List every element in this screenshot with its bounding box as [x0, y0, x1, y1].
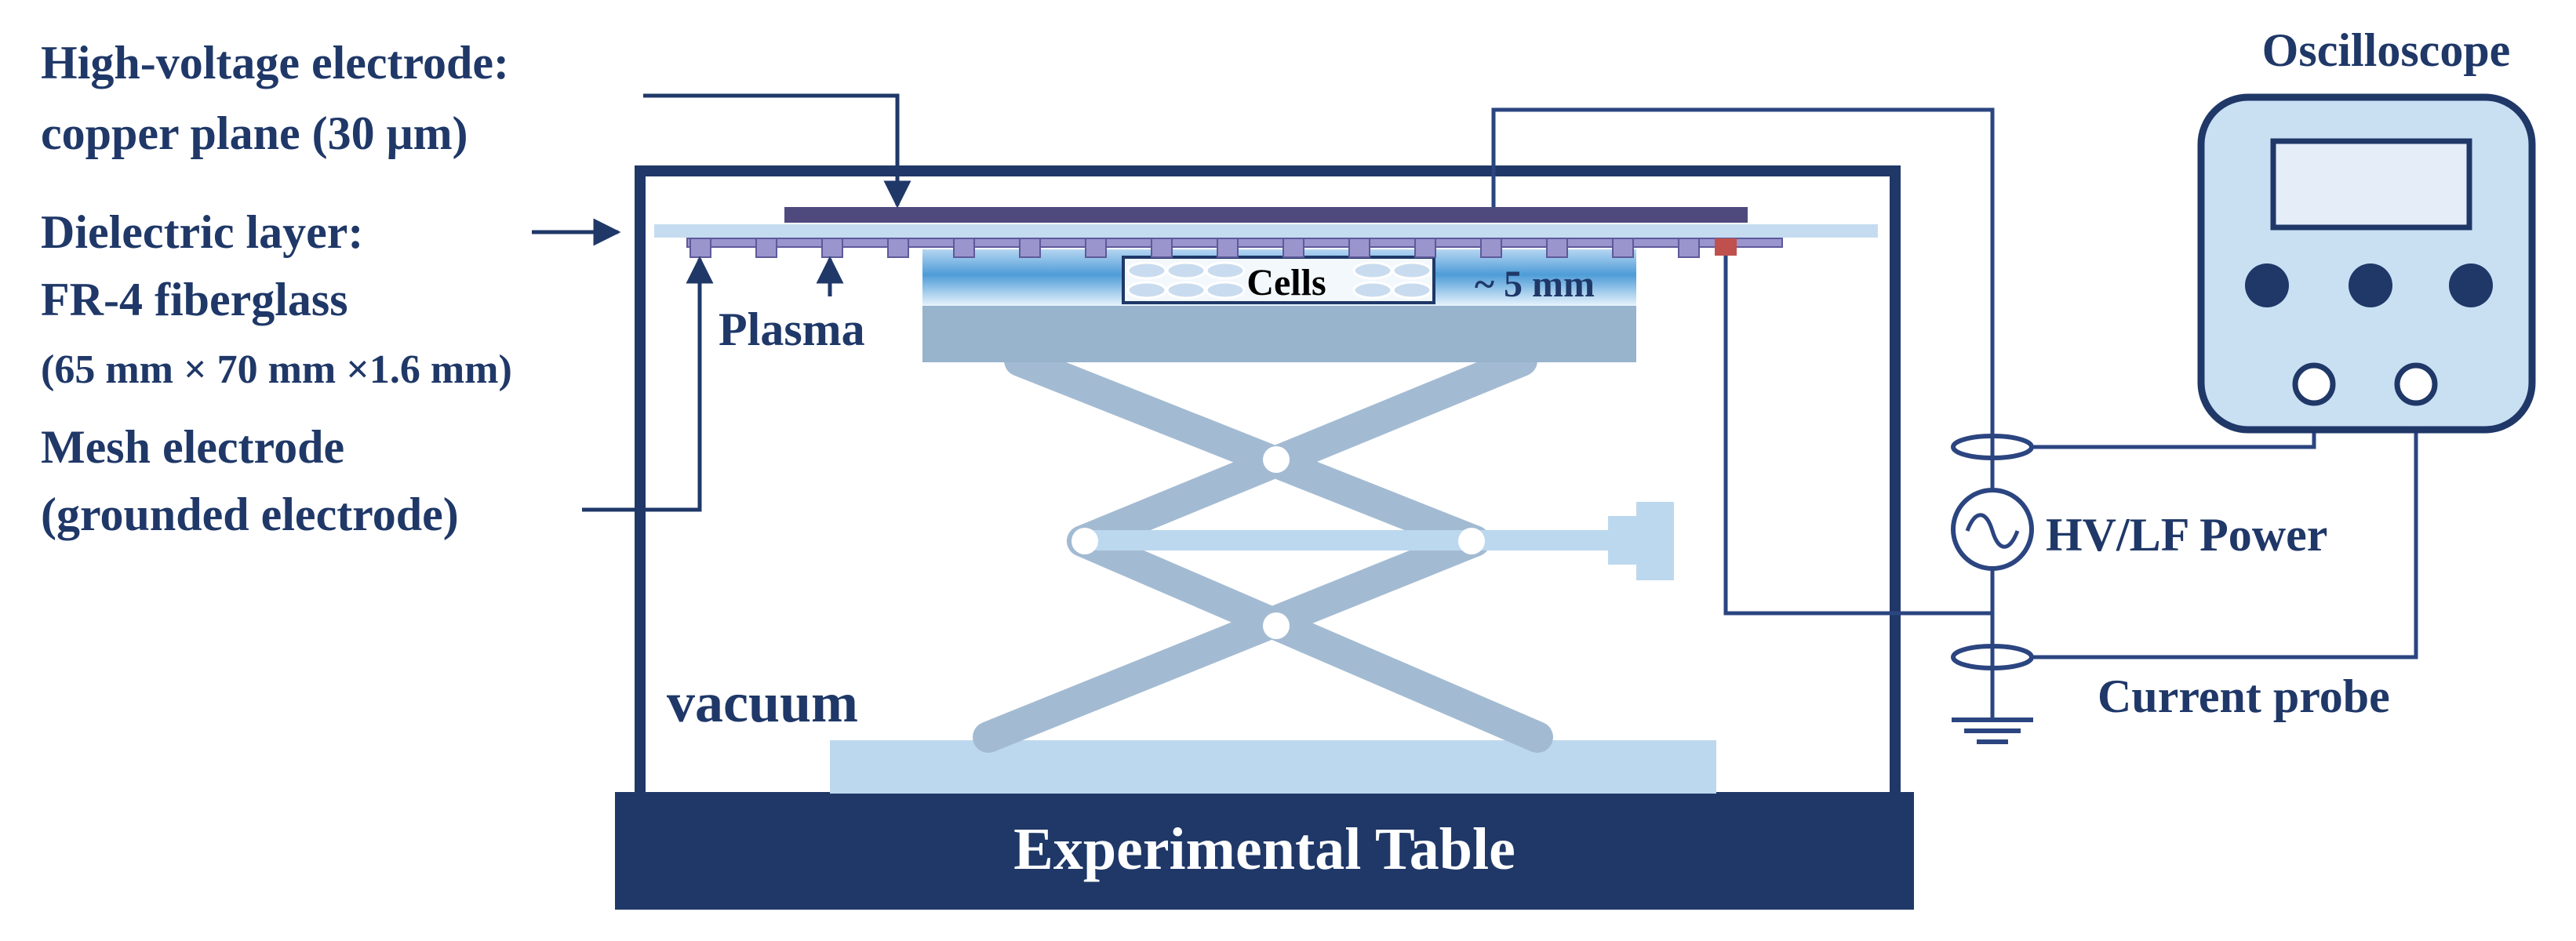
- vacuum-label: vacuum: [667, 671, 858, 734]
- lift-platform: [922, 306, 1636, 362]
- oscilloscope-input-port: [2394, 362, 2438, 406]
- cell: [1205, 281, 1246, 300]
- mesh-tooth: [1546, 238, 1568, 258]
- cell: [1126, 261, 1167, 280]
- scissor-arm: [1004, 345, 1490, 557]
- mesh-electrode-teeth: [689, 238, 1700, 258]
- scissor-arm: [1067, 345, 1537, 557]
- gap-label: ~ 5 mm: [1475, 263, 1595, 305]
- lift-screw-rod: [1082, 530, 1616, 550]
- mesh-tooth: [689, 238, 711, 258]
- lift-screw-collar: [1608, 516, 1636, 565]
- oscilloscope-input-port: [2292, 362, 2336, 406]
- scissor-lift: [973, 345, 1553, 753]
- mesh-tooth: [1217, 238, 1239, 258]
- mesh-tooth: [1414, 238, 1436, 258]
- pivot-joint: [1072, 528, 1098, 554]
- sine-wave-glyph: [1965, 513, 2020, 549]
- cells-label: Cells: [1246, 262, 1326, 303]
- wiring: [1491, 107, 2418, 720]
- mesh-tooth: [953, 238, 975, 258]
- hv-wire: [1491, 107, 1995, 516]
- oscilloscope-screen: [2270, 138, 2472, 231]
- hv-electrode-label-line1: High-voltage electrode:: [41, 37, 509, 89]
- hv-electrode-label-line2: copper plane (30 μm): [41, 107, 468, 159]
- mesh-contact-pad: [1715, 238, 1737, 256]
- power-label: HV/LF Power: [2046, 509, 2327, 561]
- annotation-arrows: [532, 93, 911, 512]
- ground-symbol-icon: [1952, 718, 2033, 744]
- current-probe-ring-icon: [1951, 644, 2034, 670]
- dielectric-label-line3: (65 mm × 70 mm ×1.6 mm): [41, 347, 512, 392]
- scissor-pivots: [1072, 446, 1485, 639]
- mesh-tooth: [887, 238, 909, 258]
- mesh-ground-wire: [1723, 256, 1992, 616]
- mesh-tooth: [821, 238, 843, 258]
- mesh-tooth: [1612, 238, 1634, 258]
- lift-knob: [1636, 502, 1674, 580]
- mesh-tooth: [1678, 238, 1700, 258]
- cell: [1205, 261, 1246, 280]
- mesh-electrode-label-line1: Mesh electrode: [41, 421, 344, 473]
- cells: [1126, 261, 1432, 300]
- oscilloscope-label: Oscilloscope: [2262, 24, 2511, 76]
- mesh-tooth: [1480, 238, 1502, 258]
- current-probe-label: Current probe: [2098, 670, 2390, 722]
- oscilloscope-knob: [2245, 263, 2289, 307]
- scissor-arm: [973, 525, 1490, 753]
- cell: [1352, 281, 1393, 300]
- mesh-tooth: [755, 238, 777, 258]
- plasma-label: Plasma: [719, 303, 865, 355]
- pivot-joint: [1263, 446, 1290, 473]
- cell: [1166, 261, 1206, 280]
- pivot-joint: [1263, 612, 1290, 639]
- copper-plane: [784, 207, 1748, 223]
- mesh-tooth: [1151, 238, 1173, 258]
- pivot-joint: [1458, 528, 1485, 554]
- mesh-electrode-label-line2: (grounded electrode): [41, 489, 459, 540]
- oscilloscope-knob: [2449, 263, 2493, 307]
- dielectric-layer: [654, 224, 1878, 238]
- mesh-tooth: [1283, 238, 1304, 258]
- dielectric-label-line1: Dielectric layer:: [41, 206, 363, 258]
- cell: [1392, 261, 1432, 280]
- cell: [1166, 281, 1206, 300]
- experimental-table: [615, 792, 1914, 910]
- oscilloscope-knob: [2349, 263, 2392, 307]
- mesh-electrode-arrow: [582, 256, 714, 512]
- cell: [1352, 261, 1393, 280]
- mesh-tooth: [1019, 238, 1041, 258]
- scissor-arm: [1067, 525, 1553, 753]
- dielectric-label-line2: FR-4 fiberglass: [41, 274, 348, 325]
- probe2-to-scope-wire: [2030, 406, 2418, 659]
- mesh-tooth: [1348, 238, 1370, 258]
- cell: [1126, 281, 1167, 300]
- hv-electrode-arrow: [643, 93, 911, 209]
- experimental-table-label: Experimental Table: [1013, 816, 1515, 882]
- lift-base-plate: [830, 740, 1716, 794]
- cell: [1392, 281, 1432, 300]
- mesh-tooth: [1085, 238, 1107, 258]
- current-probe-ring-icon: [1951, 434, 2034, 460]
